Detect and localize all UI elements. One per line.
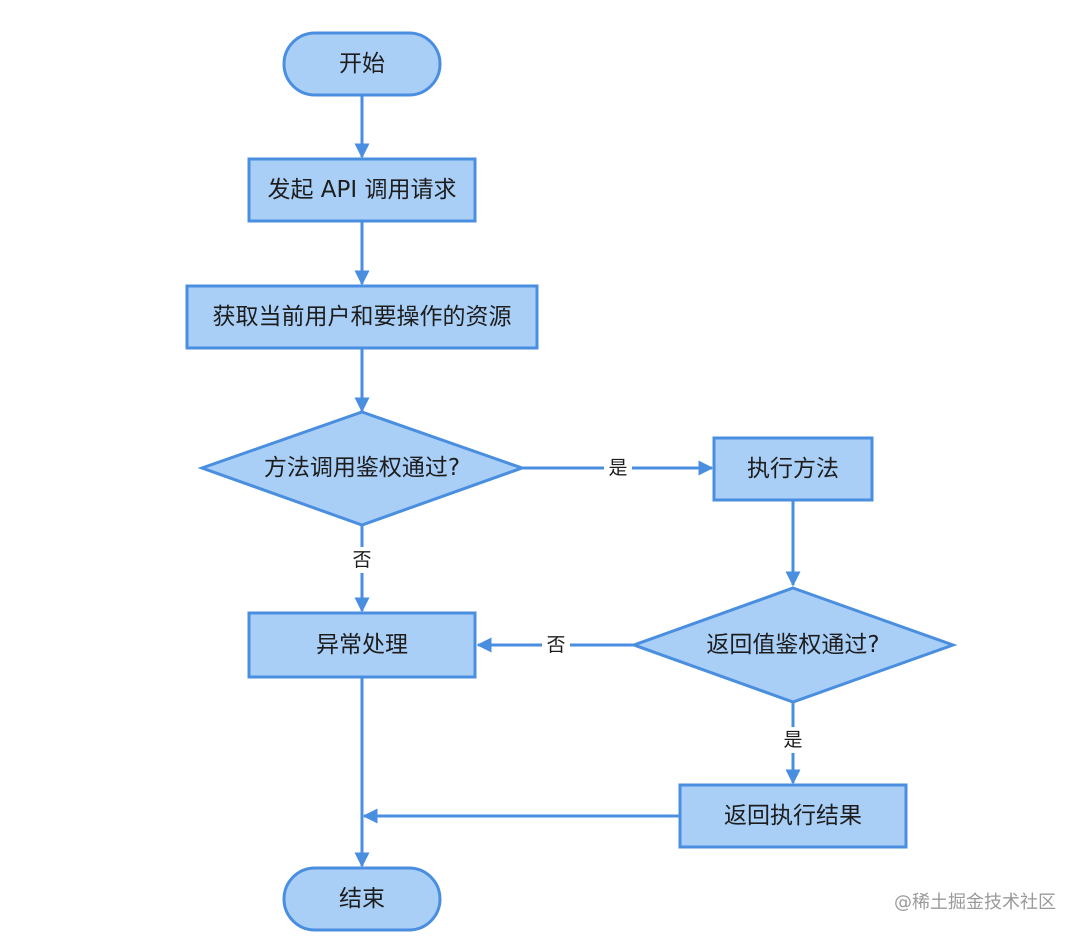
edge-label-method-auth-no: 否 bbox=[352, 549, 371, 571]
node-end: 结束 bbox=[282, 866, 442, 932]
edge-label-return-auth-yes: 是 bbox=[783, 729, 802, 751]
node-method-auth-decision: 方法调用鉴权通过? bbox=[197, 410, 527, 527]
edge-label-return-auth-no: 否 bbox=[546, 634, 565, 656]
node-get-resource-label: 获取当前用户和要操作的资源 bbox=[213, 304, 512, 330]
watermark-text: @稀土掘金技术社区 bbox=[894, 892, 1056, 913]
node-return-auth-label: 返回值鉴权通过? bbox=[706, 632, 879, 658]
node-end-label: 结束 bbox=[339, 886, 385, 912]
node-send-request: 发起 API 调用请求 bbox=[247, 157, 477, 223]
node-return-result-label: 返回执行结果 bbox=[724, 803, 862, 829]
node-return-result: 返回执行结果 bbox=[678, 783, 908, 849]
node-execute-method: 执行方法 bbox=[712, 436, 874, 502]
node-return-auth-decision: 返回值鉴权通过? bbox=[629, 586, 958, 704]
node-start: 开始 bbox=[282, 31, 442, 97]
node-execute-method-label: 执行方法 bbox=[747, 456, 839, 482]
node-exception-label: 异常处理 bbox=[316, 632, 408, 658]
edge-label-method-auth-yes: 是 bbox=[608, 457, 627, 479]
node-send-request-label: 发起 API 调用请求 bbox=[267, 177, 456, 203]
node-start-label: 开始 bbox=[339, 51, 385, 77]
node-get-resource: 获取当前用户和要操作的资源 bbox=[185, 284, 539, 350]
node-method-auth-label: 方法调用鉴权通过? bbox=[264, 455, 460, 481]
node-exception: 异常处理 bbox=[247, 611, 477, 679]
